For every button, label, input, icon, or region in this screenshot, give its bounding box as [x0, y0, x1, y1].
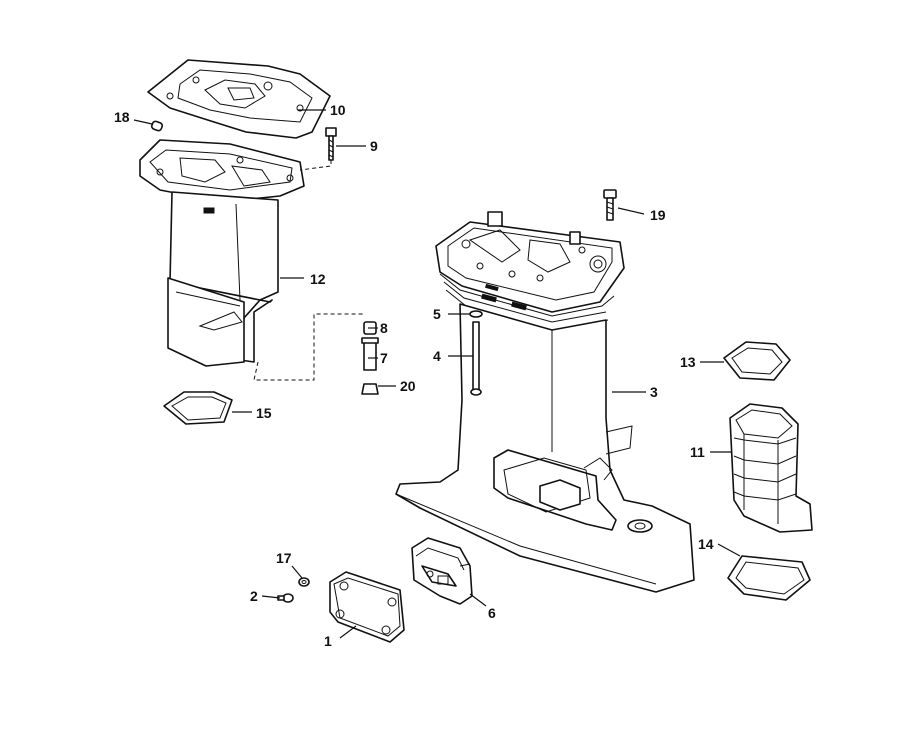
callout-10: 10 [330, 102, 346, 118]
part-5-washer [469, 310, 483, 318]
part-4-stud [470, 321, 482, 396]
callout-labels: 18 10 9 12 8 7 20 15 5 4 3 19 13 11 14 1… [114, 102, 714, 649]
part-1-cover-plate [329, 571, 405, 643]
part-13-seal [723, 341, 791, 381]
part-14-seal [727, 555, 811, 601]
part-20-bushing [361, 383, 379, 395]
callout-18: 18 [114, 109, 130, 125]
callout-5: 5 [433, 306, 441, 322]
callout-20: 20 [400, 378, 416, 394]
part-18-dowel-pin [150, 120, 164, 132]
part-17-washer [298, 577, 310, 587]
leader-lines [133, 109, 741, 639]
part-19-bolt [603, 189, 617, 221]
part-9-bolt [325, 127, 337, 161]
part-7-dowel [361, 337, 379, 371]
callout-12: 12 [310, 271, 326, 287]
callout-14: 14 [698, 536, 714, 552]
part-15-seal [163, 391, 233, 425]
callout-13: 13 [680, 354, 696, 370]
callout-9: 9 [370, 138, 378, 154]
part-3-drive-shaft-housing [395, 211, 695, 593]
dowel-alignment-bracket [253, 313, 364, 381]
callout-1: 1 [324, 633, 332, 649]
callout-3: 3 [650, 384, 658, 400]
part-6-block [411, 537, 473, 605]
callout-15: 15 [256, 405, 272, 421]
part-12-exhaust-housing [139, 139, 305, 367]
callout-11: 11 [690, 444, 705, 460]
part-10-gasket [147, 59, 331, 139]
callout-8: 8 [380, 320, 388, 336]
callout-7: 7 [380, 350, 388, 366]
callout-6: 6 [488, 605, 496, 621]
bolt-9-alignment-line [299, 160, 332, 171]
callout-19: 19 [650, 207, 666, 223]
callout-17: 17 [276, 550, 292, 566]
callout-4: 4 [433, 348, 441, 364]
part-2-screw [277, 593, 294, 603]
part-11-exhaust-seal [729, 403, 813, 533]
callout-2: 2 [250, 588, 258, 604]
